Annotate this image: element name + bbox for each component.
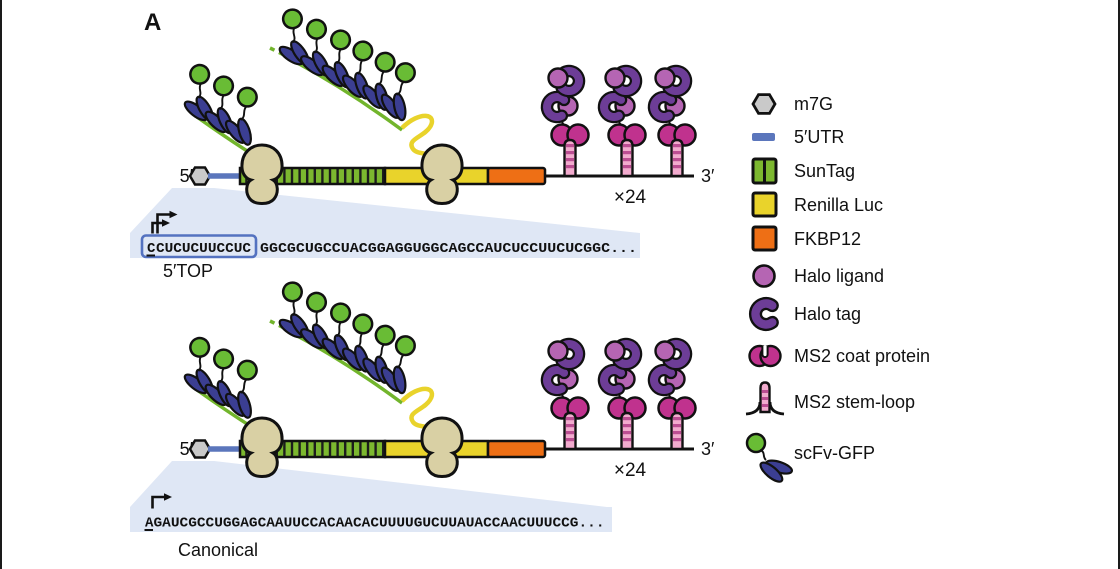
m7g-icon — [751, 93, 777, 115]
sequence-boxed: CUCUCUUCCUC — [156, 241, 252, 257]
five-prime-label: 5′ — [180, 439, 194, 459]
sequence-band — [130, 507, 612, 532]
sequence-first-nt: C — [147, 241, 156, 257]
left-edge — [0, 0, 2, 569]
construct-canonical: 5′ 3′ ×24 A GAUCGCCUGGAGCAAUUCCACAACACUU… — [130, 280, 715, 560]
scfv-gfp-icon — [745, 432, 799, 490]
legend-label: Renilla Luc — [794, 195, 883, 215]
suntag-icon — [751, 157, 778, 185]
fkbp12-icon — [751, 225, 778, 252]
ms2-stemloop-icon — [745, 381, 785, 416]
promoter-label: 5′TOP — [163, 261, 213, 281]
legend-label: MS2 stem-loop — [794, 392, 915, 412]
legend-label: MS2 coat protein — [794, 346, 930, 366]
sequence-downstream: GGCGCUGCCUACGGAGGUGGCAGCCAUCUCCUUCUCGGC.… — [260, 241, 637, 257]
construct-5top: 5′ 3′ ×24 C CUCUCUUCCUC GGCGCUGCCUACGGAG… — [130, 7, 715, 281]
promoter-label: Canonical — [178, 540, 258, 560]
legend: m7G 5′UTR SunTag Renilla Luc FKBP12 Halo… — [745, 93, 930, 490]
legend-label: FKBP12 — [794, 229, 861, 249]
three-prime-label: 3′ — [701, 166, 715, 186]
sequence-downstream: GAUCGCCUGGAGCAAUUCCACAACACUUUUGUCUUAUACC… — [154, 516, 605, 532]
repeat-count-label: ×24 — [614, 460, 647, 481]
sequence-first-nt: A — [145, 516, 154, 532]
sequence-band — [130, 233, 640, 258]
legend-label: Halo tag — [794, 304, 861, 324]
legend-label: m7G — [794, 94, 833, 114]
legend-label: scFv-GFP — [794, 443, 875, 463]
tss-arrows — [151, 210, 178, 234]
renilla-icon — [751, 191, 778, 218]
halo-tag-icon — [756, 304, 773, 325]
zoom-wedge — [130, 461, 607, 507]
legend-label: Halo ligand — [794, 266, 884, 286]
right-edge — [1118, 0, 1120, 569]
halo-ligand-icon — [752, 264, 776, 288]
legend-label: 5′UTR — [794, 127, 844, 147]
top-motif-box — [140, 234, 258, 259]
zoom-wedge — [130, 188, 640, 233]
utr-icon — [752, 133, 775, 141]
tss-arrow — [151, 493, 172, 509]
five-prime-label: 5′ — [180, 166, 194, 186]
panel-label: A — [144, 9, 161, 36]
ms2-coat-icon — [748, 344, 782, 368]
repeat-count-label: ×24 — [614, 187, 647, 208]
legend-label: SunTag — [794, 161, 855, 181]
three-prime-label: 3′ — [701, 439, 715, 459]
